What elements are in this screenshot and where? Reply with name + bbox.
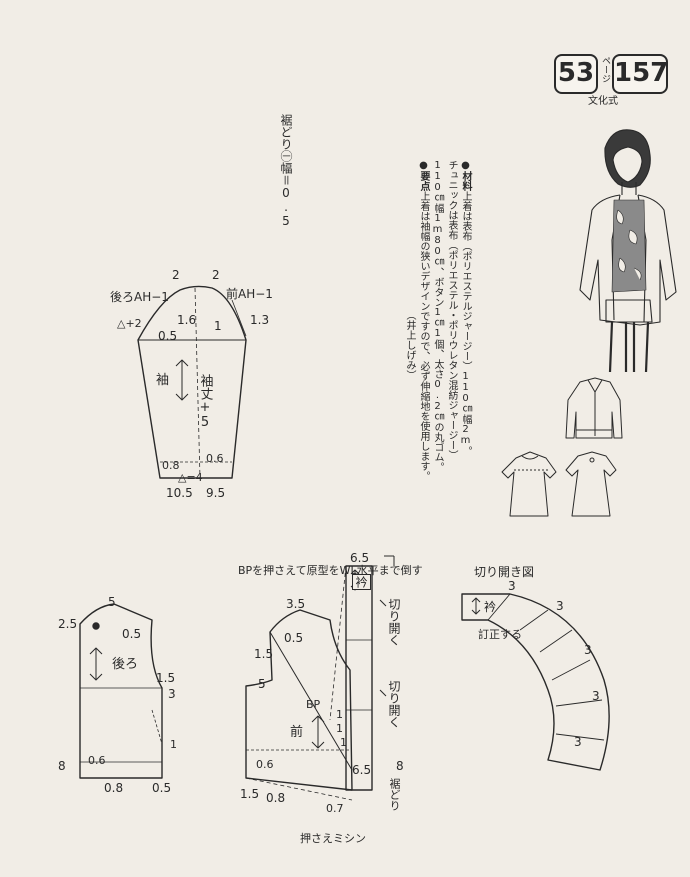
sleeve-hem-note: 裾どり㊀幅＝0.5 <box>279 114 293 228</box>
back-label: 後ろ <box>112 657 138 672</box>
front-dim-1a: 1 <box>336 708 343 721</box>
front-dim-8: 8 <box>396 759 404 773</box>
back-dim-15: 1.5 <box>156 671 175 685</box>
front-hem: 裾どり <box>388 778 401 811</box>
collar-dim-65: 6.5 <box>350 551 369 565</box>
point-title: ●要点 <box>418 160 429 191</box>
slash-correct: 訂正する <box>478 627 522 641</box>
front-note: BPを押さえて原型をWL水平まで倒す <box>238 563 423 577</box>
materials-text: ●材料上着は表布（ポリエステルジャージー）110㎝幅2m。 チュニックは表布（ポ… <box>402 160 472 490</box>
drafting-method: 文化式 <box>588 96 618 107</box>
sleeve-back-ah: 後ろAH−1 <box>110 290 169 304</box>
sleeve-dim-tri: △+2 <box>117 317 142 330</box>
materials-line-1: 上着は表布（ポリエステルジャージー）110㎝幅2m。 <box>460 191 471 456</box>
sleeve-dim-06: 0.6 <box>206 452 224 465</box>
back-dim-3: 3 <box>168 687 176 701</box>
sleeve-length: 袖丈+5 <box>198 374 214 430</box>
collar-label: 衿 <box>352 574 371 590</box>
front-bodice-pattern <box>245 555 395 801</box>
materials-col-3: ●要点上着は袖幅の狭いデザインですので、必ず伸縮地を使用します。 <box>416 160 430 490</box>
slash-dim-3a: 3 <box>508 579 516 593</box>
slash-collar: 衿 <box>484 599 496 614</box>
page-number-left: 53 <box>554 54 598 94</box>
back-dim-1: 1 <box>170 738 177 751</box>
front-dim-1b: 1 <box>336 722 343 735</box>
front-topstitch: 押さえミシン <box>300 831 366 845</box>
page-reference: 53 ページ 157 文化式 <box>554 54 668 107</box>
collar-cut-open-2: 切り開く <box>387 680 401 728</box>
back-dim-25: 2.5 <box>58 617 77 631</box>
page-number-right: 157 <box>612 54 668 94</box>
tunic-front-sketch <box>501 451 557 517</box>
jacket-flat-sketch <box>565 377 623 439</box>
front-dim-08: 0.8 <box>266 791 285 805</box>
page-suffix: ページ <box>600 56 610 83</box>
collar-dim-65b: 6.5 <box>352 763 371 777</box>
model-illustration <box>579 129 677 373</box>
sleeve-dim-tri4: △=4 <box>178 471 203 484</box>
collar-cut-open-1: 切り開く <box>387 598 401 646</box>
sleeve-dim-2b: 2 <box>212 268 220 282</box>
front-dim-15b: 1.5 <box>240 787 259 801</box>
front-bp: BP <box>306 698 321 711</box>
point-text: 上着は袖幅の狭いデザインですので、必ず伸縮地を使用します。 <box>418 191 429 481</box>
back-dim-05: 0.5 <box>122 627 141 641</box>
front-dim-06: 0.6 <box>256 758 274 771</box>
sleeve-front-ah: 前AH−1 <box>226 286 273 301</box>
front-dim-35: 3.5 <box>286 597 305 611</box>
slash-dim-3d: 3 <box>592 689 600 703</box>
front-dim-07: 0.7 <box>326 802 344 815</box>
sleeve-dim-13: 1.3 <box>250 313 269 327</box>
sleeve-dim-16: 1.6 <box>177 313 196 327</box>
front-label: 前 <box>290 724 303 740</box>
front-dim-1c: 1 <box>340 736 347 749</box>
front-dim-5: 5 <box>258 677 266 691</box>
materials-title: ●材料 <box>460 160 471 191</box>
sleeve-dim-2a: 2 <box>172 268 180 282</box>
materials-line-2: チュニックは表布（ポリエステル・ポリウレタン混紡ジャージー）110㎝幅1m80㎝… <box>432 160 457 472</box>
back-dim-8: 8 <box>58 759 66 773</box>
tunic-back-sketch <box>565 451 617 517</box>
sleeve-label: 袖 <box>156 373 169 388</box>
sleeve-pattern <box>137 285 247 479</box>
front-dim-05: 0.5 <box>284 631 303 645</box>
sleeve-dim-08: 0.8 <box>162 459 180 472</box>
slash-title: 切り開き図 <box>474 565 534 579</box>
back-bodice-pattern <box>79 603 163 779</box>
slash-dim-3c: 3 <box>584 643 592 657</box>
slash-spread-diagram <box>461 593 610 771</box>
materials-col-1: ●材料上着は表布（ポリエステルジャージー）110㎝幅2m。 <box>458 160 472 490</box>
sleeve-dim-1: 1 <box>214 319 222 333</box>
back-dim-08: 0.8 <box>104 781 123 795</box>
slash-dim-3b: 3 <box>556 599 564 613</box>
back-dim-5: 5 <box>108 595 116 609</box>
front-dim-15: 1.5 <box>254 647 273 661</box>
sleeve-dim-05: 0.5 <box>158 329 177 343</box>
designer-credit: （井上しげみ） <box>404 310 415 380</box>
sleeve-dim-105: 10.5 <box>166 486 193 500</box>
back-dim-06: 0.6 <box>88 754 106 767</box>
back-dim-05b: 0.5 <box>152 781 171 795</box>
sleeve-dim-95: 9.5 <box>206 486 225 500</box>
slash-dim-3e: 3 <box>574 735 582 749</box>
